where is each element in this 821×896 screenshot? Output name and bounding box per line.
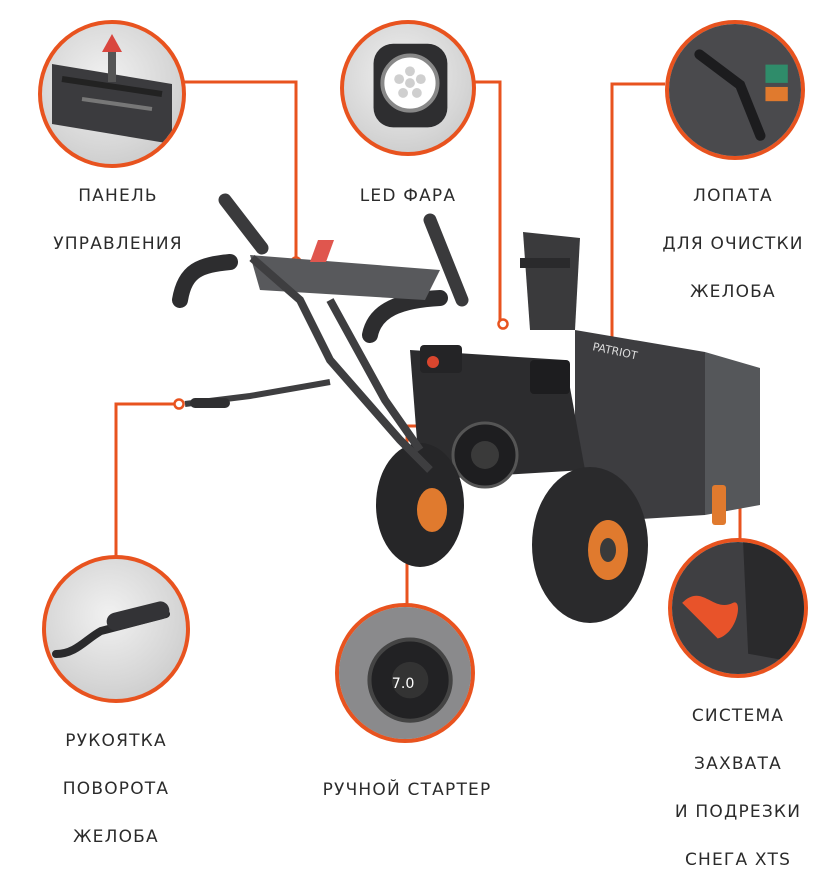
dot-led (497, 318, 509, 330)
label-chute-shovel: ЛОПАТА ДЛЯ ОЧИСТКИ ЖЕЛОБА (662, 186, 804, 302)
feature-infographic: PATRIOT (38, 20, 808, 870)
engine-badge: 7.0 (392, 676, 415, 692)
line-led (470, 80, 502, 322)
detail-led-light (340, 20, 476, 156)
label-control-panel: ПАНЕЛЬ УПРАВЛЕНИЯ (53, 186, 183, 254)
detail-xts-system (668, 538, 808, 678)
line-control-panel (160, 80, 298, 258)
label-manual-starter: РУЧНОЙ СТАРТЕР (322, 780, 492, 800)
line-chute-shovel (610, 82, 665, 376)
detail-chute-shovel (665, 20, 805, 160)
detail-control-panel (38, 20, 186, 168)
detail-chute-handle (42, 555, 190, 703)
line-chute-handle (114, 402, 176, 560)
label-chute-handle: РУКОЯТКА ПОВОРОТА ЖЕЛОБА (62, 731, 170, 847)
snow-blower-illustration: PATRIOT (172, 193, 760, 623)
label-xts-system: СИСТЕМА ЗАХВАТА И ПОДРЕЗКИ СНЕГА XTS (674, 706, 802, 870)
dot-chute-handle (173, 398, 185, 410)
detail-manual-starter: 7.0 (335, 603, 475, 743)
label-led-light: LED ФАРА (359, 186, 457, 206)
